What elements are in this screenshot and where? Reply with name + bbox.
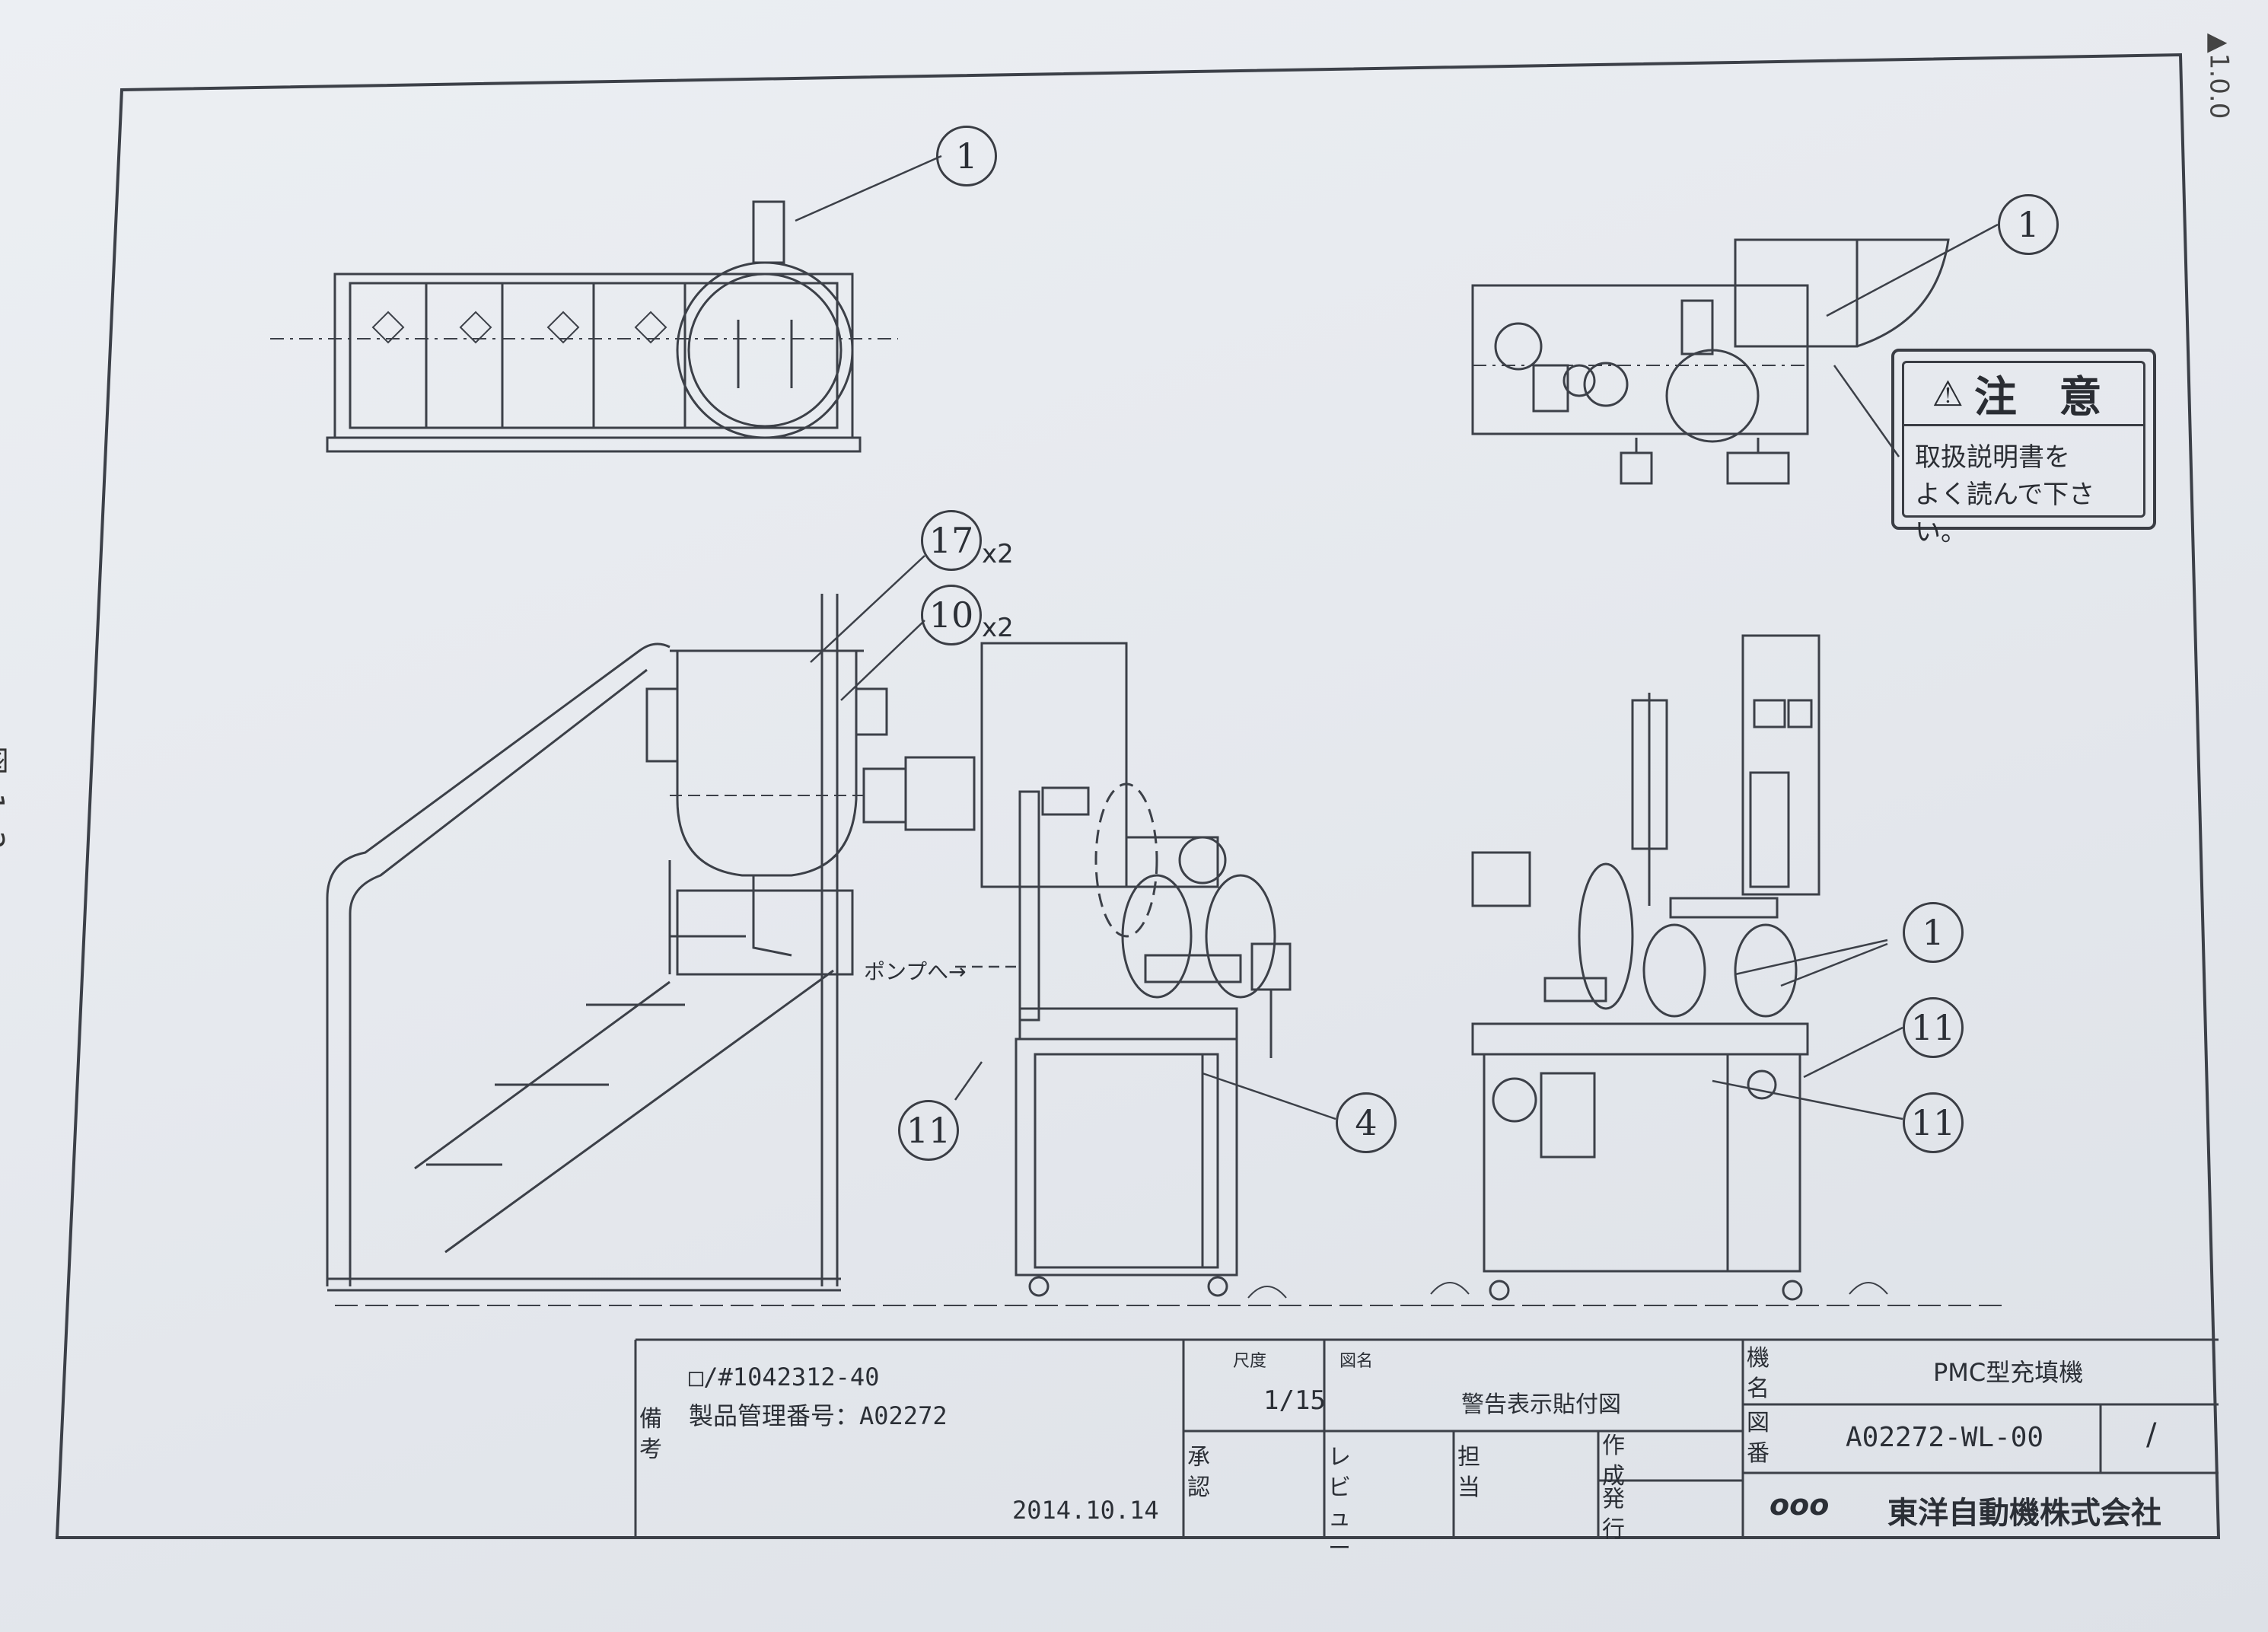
drawing-name: 警告表示貼付図 [1461, 1391, 1621, 1418]
warning-title: ⚠ 注 意 [1904, 363, 2143, 426]
warning-line-1: 取扱説明書を [1915, 442, 2070, 473]
issue-label: 発行 [1602, 1486, 1625, 1543]
drawing-name-label: 図名 [1339, 1352, 1374, 1371]
balloon-1-top: 1 [936, 126, 997, 186]
figno-label: 図番 [1747, 1410, 1769, 1467]
drawing-date: 2014.10.14 [1012, 1496, 1159, 1525]
create-label: 作成 [1602, 1433, 1625, 1490]
multiplier-17: x2 [982, 539, 1014, 569]
balloon-11-left: 11 [898, 1100, 959, 1161]
scale-value: 1/15 [1263, 1385, 1326, 1416]
balloon-10: 10 [921, 585, 982, 645]
figure-number: A02272-WL-00 [1846, 1422, 2044, 1453]
remarks-label: 備考 [639, 1406, 662, 1463]
approve-label: 承認 [1187, 1444, 1210, 1501]
pump-label: ポンプへ→ [864, 959, 967, 984]
warning-line-2: よく読んで下さい。 [1915, 480, 2095, 547]
drawing-ref: □/#1042312-40 [689, 1363, 880, 1391]
balloon-11-r1: 11 [1903, 997, 1964, 1058]
balloon-1-right: 1 [1998, 194, 2059, 255]
balloon-1-front: 1 [1903, 902, 1964, 963]
balloon-17: 17 [921, 510, 982, 571]
warning-label: ⚠ 注 意 取扱説明書を よく読んで下さい。 [1891, 349, 2156, 547]
revision-mark: / [2146, 1417, 2157, 1452]
machine-name: PMC型充填機 [1933, 1358, 2084, 1387]
review-label: レビュー [1328, 1444, 1351, 1562]
balloon-11-r2: 11 [1903, 1092, 1964, 1153]
machine-label: 機名 [1747, 1345, 1769, 1402]
figure-label: 図 1-2 [0, 746, 10, 855]
balloon-4: 4 [1336, 1092, 1397, 1153]
product-number: 製品管理番号：A02272 [689, 1401, 948, 1430]
multiplier-10: x2 [982, 613, 1014, 643]
charge-label: 担当 [1457, 1444, 1480, 1501]
company-logo: ooo [1769, 1488, 1830, 1522]
warning-triangle-icon: ⚠ [1932, 373, 1964, 414]
company-name: 東洋自動機株式会社 [1887, 1496, 2161, 1531]
scale-label: 尺度 [1233, 1352, 1267, 1371]
corner-mark: ▲1.0.0 [2203, 33, 2235, 120]
warning-title-text: 注 意 [1973, 372, 2116, 422]
